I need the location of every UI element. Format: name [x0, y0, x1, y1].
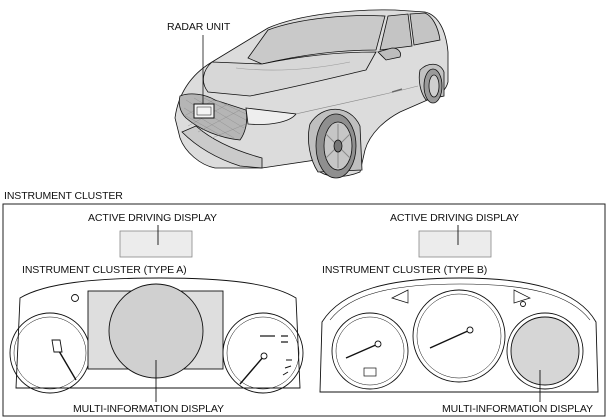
radar-unit-label: RADAR UNIT [167, 21, 231, 33]
active-driving-display-a [119, 230, 193, 258]
cluster-b-left-needle [345, 343, 379, 359]
side-window-front [379, 13, 413, 51]
instrument-cluster-panel [2, 203, 606, 417]
hood [202, 51, 377, 97]
active-driving-display-b [418, 230, 492, 258]
cluster-b-housing [319, 277, 599, 393]
cluster-type-a [9, 225, 304, 402]
radar-unit-box [193, 103, 215, 119]
side-window-rear [409, 12, 441, 46]
car-illustration [174, 9, 449, 179]
headlight [245, 107, 297, 125]
multi-information-display-b [510, 316, 580, 386]
active-driving-display-label-b: ACTIVE DRIVING DISPLAY [390, 212, 519, 224]
cluster-b-right-bezel [506, 312, 584, 390]
instrument-cluster-type-a-label: INSTRUMENT CLUSTER (TYPE A) [22, 264, 187, 276]
cluster-b-left-gauge [331, 312, 409, 390]
cluster-a-right-gauge [222, 312, 304, 394]
cluster-b-center-gauge [412, 289, 506, 383]
multi-information-display-label-b: MULTI-INFORMATION DISPLAY [442, 403, 593, 415]
cluster-type-b [319, 225, 599, 402]
active-driving-display-label-a: ACTIVE DRIVING DISPLAY [88, 212, 217, 224]
windshield [247, 15, 386, 65]
instrument-cluster-heading: INSTRUMENT CLUSTER [4, 190, 123, 202]
instrument-cluster-type-b-label: INSTRUMENT CLUSTER (TYPE B) [322, 264, 488, 276]
cluster-a-housing [15, 277, 301, 389]
multi-information-display-label-a: MULTI-INFORMATION DISPLAY [73, 403, 224, 415]
cluster-a-left-gauge [9, 312, 91, 394]
cluster-b-center-needle [429, 329, 471, 349]
front-bumper [181, 125, 263, 169]
side-mirror [377, 47, 401, 61]
